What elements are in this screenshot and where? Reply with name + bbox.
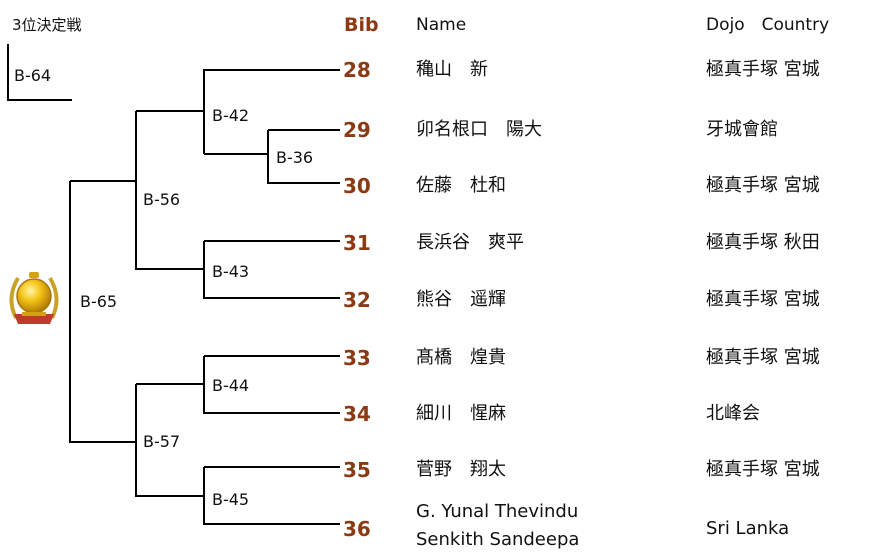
- match-label-b43: B-43: [212, 262, 250, 281]
- name-header: Name: [416, 15, 467, 35]
- athlete-name: 穐山 新: [416, 59, 488, 80]
- match-label-b57: B-57: [143, 432, 181, 451]
- athlete-name: 卯名根口 陽大: [416, 119, 542, 140]
- bracket-line-b45: [203, 466, 340, 525]
- match-label-b56: B-56: [143, 190, 181, 209]
- bib-number: 30: [343, 174, 371, 198]
- entry-row: 36 Sri Lanka: [0, 512, 869, 546]
- athlete-club: 極真手塚 宮城: [706, 289, 820, 310]
- bib-number: 34: [343, 402, 371, 426]
- entry-row: 34 細川 惺麻 北峰会: [0, 397, 869, 431]
- bib-number: 35: [343, 458, 371, 482]
- athlete-name-two-line: G. Yunal Thevindu Senkith Sandeepa: [416, 498, 579, 554]
- club-header: Dojo Country: [706, 15, 830, 35]
- match-label-b44: B-44: [212, 376, 250, 395]
- bracket-line-b44: [203, 355, 340, 414]
- athlete-club: 北峰会: [706, 403, 760, 424]
- athlete-name: 長浜谷 爽平: [416, 232, 524, 253]
- bib-number: 28: [343, 58, 371, 82]
- entry-row: 28 穐山 新 極真手塚 宮城: [0, 53, 869, 87]
- bib-header: Bib: [344, 14, 379, 36]
- athlete-club: 極真手塚 宮城: [706, 459, 820, 480]
- bib-number: 31: [343, 231, 371, 255]
- bib-number: 32: [343, 288, 371, 312]
- entry-row: 31 長浜谷 爽平 極真手塚 秋田: [0, 226, 869, 260]
- bracket-line-b36: [267, 129, 340, 184]
- entry-row: 35 菅野 翔太 極真手塚 宮城: [0, 453, 869, 487]
- match-label-b42: B-42: [212, 106, 250, 125]
- bib-number: 36: [343, 517, 371, 541]
- athlete-name: 熊谷 遥輝: [416, 289, 506, 310]
- gold-trophy-medal-icon: [4, 268, 64, 332]
- bracket-line-b43: [203, 240, 340, 299]
- athlete-name: 菅野 翔太: [416, 459, 506, 480]
- bracket-line-b65: [69, 180, 136, 443]
- athlete-club: 極真手塚 宮城: [706, 347, 820, 368]
- entry-row: 33 髙橋 煌貴 極真手塚 宮城: [0, 341, 869, 375]
- entry-row: 32 熊谷 遥輝 極真手塚 宮城: [0, 283, 869, 317]
- match-label-b45: B-45: [212, 490, 250, 509]
- entry-row: 29 卯名根口 陽大 牙城會館: [0, 113, 869, 147]
- bib-number: 29: [343, 118, 371, 142]
- match-label-b64: B-64: [14, 66, 52, 85]
- athlete-club: Sri Lanka: [706, 518, 790, 539]
- athlete-name-line2: Senkith Sandeepa: [416, 529, 580, 550]
- athlete-club: 牙城會館: [706, 119, 778, 140]
- athlete-name: 佐藤 杜和: [416, 175, 506, 196]
- bracket-line-b57: [135, 383, 204, 497]
- entry-row: 30 佐藤 杜和 極真手塚 宮城: [0, 169, 869, 203]
- bracket-line-b42: [203, 69, 340, 154]
- athlete-name-line1: G. Yunal Thevindu: [416, 501, 579, 522]
- athlete-club: 極真手塚 宮城: [706, 175, 820, 196]
- bib-number: 33: [343, 346, 371, 370]
- match-label-b65: B-65: [80, 292, 118, 311]
- athlete-club: 極真手塚 秋田: [706, 232, 820, 253]
- bracket-line-b56: [135, 110, 204, 270]
- third-place-label: 3位決定戦: [12, 16, 82, 34]
- match-label-b36: B-36: [276, 148, 314, 167]
- third-place-bracket-line: [7, 44, 72, 101]
- athlete-name: 髙橋 煌貴: [416, 347, 506, 368]
- athlete-club: 極真手塚 宮城: [706, 59, 820, 80]
- athlete-name: 細川 惺麻: [416, 403, 506, 424]
